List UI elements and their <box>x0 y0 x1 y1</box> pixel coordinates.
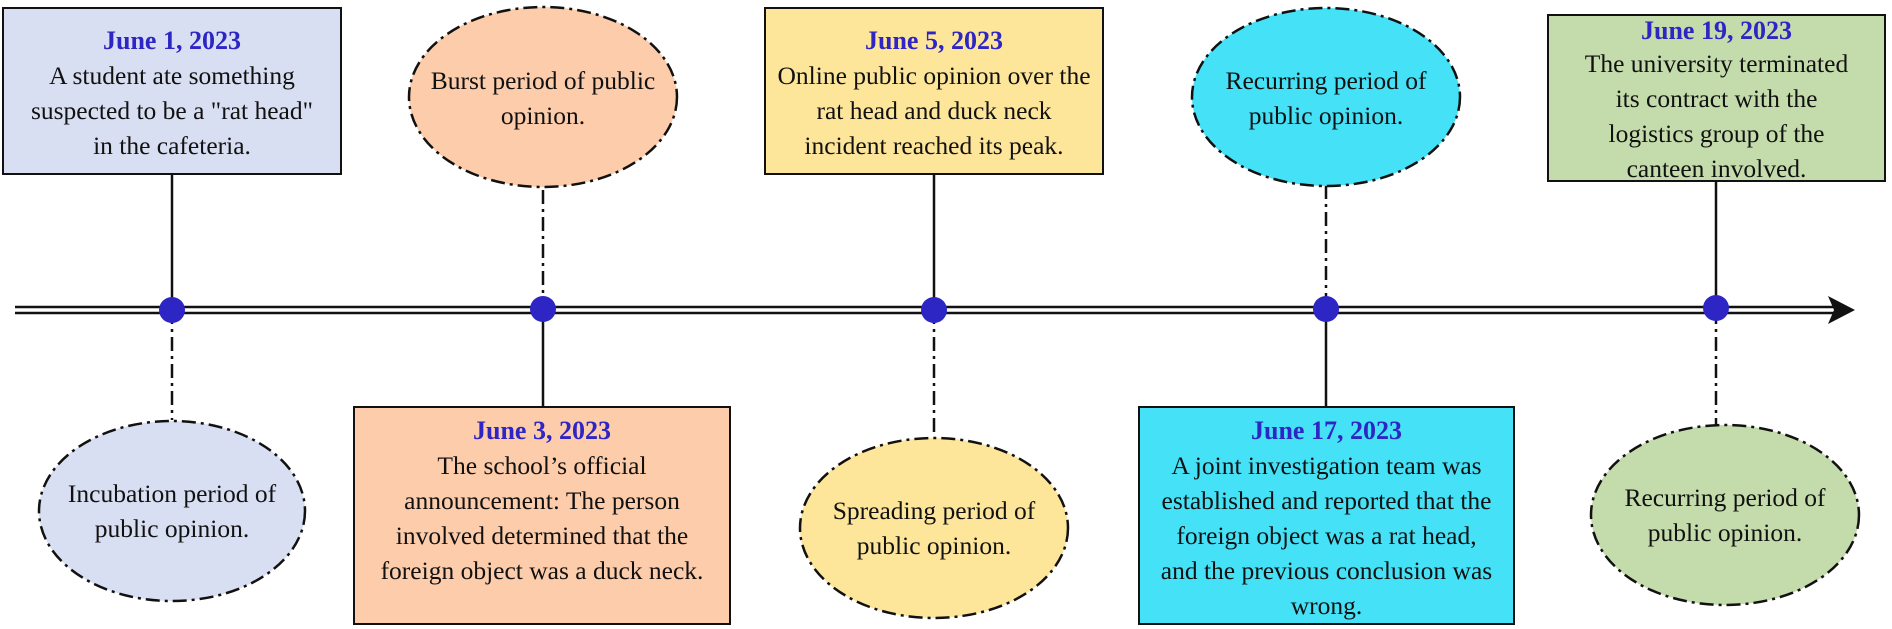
phase-label: Recurring period of public opinion. <box>1225 66 1427 130</box>
timeline-node-jun3 <box>530 296 556 322</box>
ellipse-recurring1-shape <box>1190 6 1462 188</box>
phase-label: Burst period of public opinion. <box>430 66 656 130</box>
phase-ellipse-spreading: Spreading period of public opinion. <box>820 450 1048 606</box>
event-date: June 3, 2023 <box>473 416 611 445</box>
timeline-arrowhead <box>1828 296 1855 324</box>
phase-ellipse-recurring-bottom: Recurring period of public opinion. <box>1610 437 1840 593</box>
timeline-node-jun17 <box>1313 296 1339 322</box>
event-date: June 17, 2023 <box>1251 416 1402 445</box>
ellipse-burst-shape <box>407 5 679 189</box>
event-description: A joint investigation team was establish… <box>1160 451 1493 620</box>
event-description: Online public opinion over the rat head … <box>777 61 1091 160</box>
event-box-june1: June 1, 2023 A student ate something sus… <box>2 7 342 175</box>
timeline-node-jun19 <box>1703 295 1729 321</box>
ellipse-recurring2-shape <box>1589 423 1861 607</box>
event-date: June 19, 2023 <box>1641 16 1792 45</box>
event-box-june5: June 5, 2023 Online public opinion over … <box>764 7 1104 175</box>
event-description: The university terminated its contract w… <box>1584 49 1849 183</box>
timeline-node-jun5 <box>921 297 947 323</box>
event-description: A student ate something suspected to be … <box>30 61 314 160</box>
phase-ellipse-burst: Burst period of public opinion. <box>422 20 664 176</box>
phase-label: Incubation period of public opinion. <box>67 479 277 543</box>
event-date: June 1, 2023 <box>103 26 241 55</box>
event-box-june19: June 19, 2023 The university terminated … <box>1547 14 1886 183</box>
ellipse-incubation-shape <box>37 419 307 603</box>
phase-ellipse-recurring-top: Recurring period of public opinion. <box>1210 20 1442 176</box>
ellipse-spreading-shape <box>798 436 1070 620</box>
event-description: The school’s official announcement: The … <box>380 451 704 585</box>
event-date: June 5, 2023 <box>865 26 1003 55</box>
timeline-node-jun1 <box>159 297 185 323</box>
phase-ellipse-incubation: Incubation period of public opinion. <box>50 433 294 589</box>
event-box-june3: June 3, 2023 The school’s official annou… <box>353 406 731 625</box>
phase-label: Recurring period of public opinion. <box>1624 483 1826 547</box>
phase-label: Spreading period of public opinion. <box>832 496 1036 560</box>
event-box-june17: June 17, 2023 A joint investigation team… <box>1138 406 1515 625</box>
